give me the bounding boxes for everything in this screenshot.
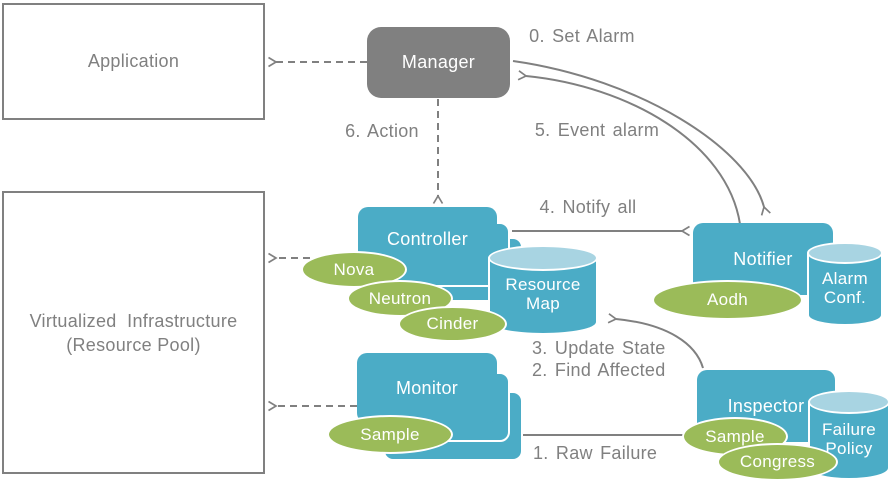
flow-label-step1: 1. Raw Failure bbox=[533, 443, 658, 463]
alarm-conf-cylinder-top bbox=[807, 242, 883, 264]
flow-label-step2: 2. Find Affected bbox=[532, 360, 666, 380]
virtualized-infrastructure-box: Virtualized Infrastructure (Resource Poo… bbox=[2, 191, 265, 474]
neutron-ellipse: Neutron bbox=[347, 280, 453, 317]
application-box: Application bbox=[2, 3, 265, 120]
alarm-conf-cylinder-body bbox=[807, 253, 883, 326]
flow-label-step4: 4. Notify all bbox=[539, 197, 637, 217]
failure-policy-cylinder-body bbox=[808, 402, 890, 480]
failure-policy-cylinder: Failure Policy bbox=[808, 390, 890, 480]
notifier-label: Notifier bbox=[733, 248, 793, 269]
inspector-label: Inspector bbox=[727, 395, 805, 416]
flow-label-step3: 3. Update State bbox=[532, 338, 666, 358]
flow-label-step5: 5. Event alarm bbox=[534, 120, 660, 140]
failure-policy-label: Failure Policy bbox=[821, 420, 877, 458]
controller-label: Controller bbox=[386, 229, 469, 249]
cinder-ellipse: Cinder bbox=[398, 306, 507, 342]
flow-label-step6: 6. Action bbox=[345, 121, 419, 141]
manager-node: Manager bbox=[367, 27, 510, 98]
resource-map-cylinder-top bbox=[488, 245, 598, 271]
flow-label-step0: 0. Set Alarm bbox=[529, 26, 635, 46]
controller-node: Controller bbox=[358, 207, 497, 272]
monitor-label: Monitor bbox=[395, 377, 459, 398]
alarm-conf-cylinder: Alarm Conf. bbox=[807, 242, 883, 326]
virtualized-infrastructure-label-line2: (Resource Pool) bbox=[66, 334, 201, 355]
monitor-node: Monitor bbox=[357, 353, 497, 423]
arc-notifier-to-manager bbox=[517, 70, 741, 225]
aodh-ellipse: Aodh bbox=[652, 280, 803, 320]
virtualized-infrastructure-label-line1: Virtualized Infrastructure bbox=[29, 310, 238, 331]
congress-ellipse: Congress bbox=[717, 443, 838, 481]
alarm-conf-label: Alarm Conf. bbox=[822, 269, 868, 307]
arc-manager-to-notifier bbox=[512, 60, 771, 216]
failure-policy-cylinder-top bbox=[808, 390, 890, 414]
application-label: Application bbox=[87, 51, 180, 71]
arc-inspector-to-resource-map bbox=[607, 313, 704, 369]
monitor-sample-ellipse: Sample bbox=[327, 415, 453, 454]
resource-map-label: Resource Map bbox=[505, 275, 581, 313]
manager-label: Manager bbox=[401, 52, 476, 72]
